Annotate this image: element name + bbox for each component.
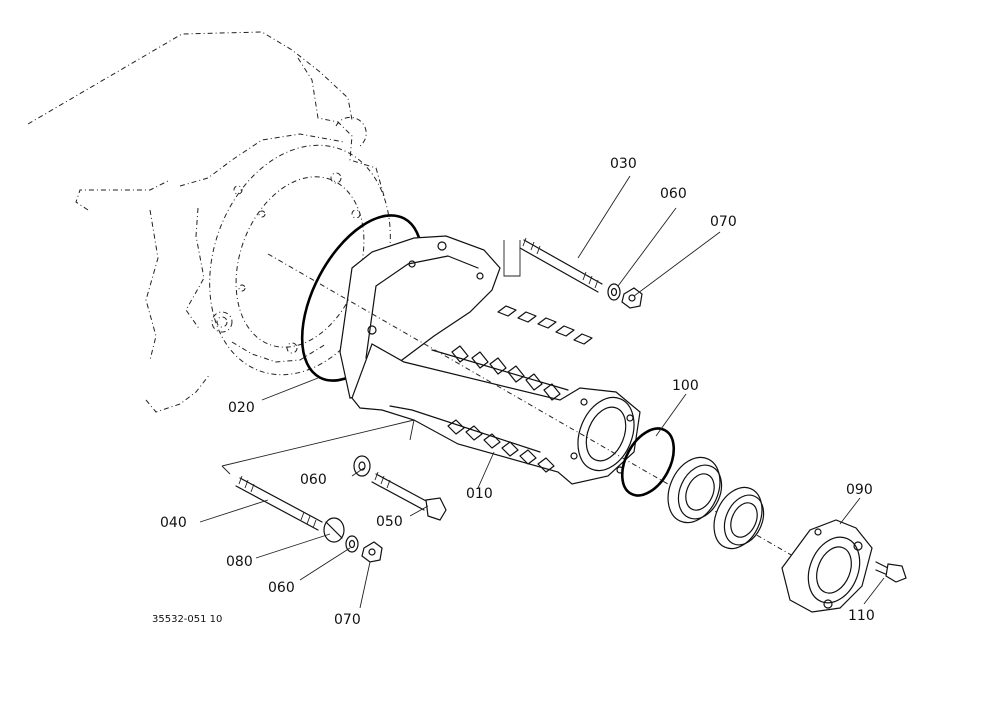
guide-lines — [221, 240, 521, 475]
callout-090: 090 — [846, 482, 873, 498]
callout-080: 080 — [226, 554, 253, 570]
callout-060-bot: 060 — [268, 580, 295, 596]
washer-060-bot — [345, 535, 359, 553]
o-ring-100 — [620, 427, 676, 497]
stud-030 — [519, 237, 603, 293]
callout-020: 020 — [228, 400, 255, 416]
nut-070-bot — [361, 541, 383, 563]
housing-010 — [339, 235, 641, 485]
bolt-050 — [371, 471, 447, 521]
callout-060-top: 060 — [660, 186, 687, 202]
callout-030: 030 — [610, 156, 637, 172]
leader-lines — [199, 175, 885, 609]
callout-110: 110 — [848, 608, 875, 624]
callout-070-top: 070 — [710, 214, 737, 230]
callout-060-mid: 060 — [300, 472, 327, 488]
callout-050: 050 — [376, 514, 403, 530]
callout-040: 040 — [160, 515, 187, 531]
collar-080 — [323, 517, 345, 543]
cover-090 — [781, 519, 873, 613]
bolt-110 — [875, 561, 907, 583]
stud-040 — [235, 475, 323, 531]
callout-070-bot: 070 — [334, 612, 361, 628]
callout-010: 010 — [466, 486, 493, 502]
callout-100: 100 — [672, 378, 699, 394]
bearing-inner — [713, 486, 765, 550]
bearing-outer — [667, 456, 723, 524]
drawing-code: 35532-051 10 — [152, 614, 222, 625]
washer-060-top — [607, 283, 621, 301]
nut-070-top — [621, 287, 643, 309]
washer-060-mid — [353, 455, 371, 477]
